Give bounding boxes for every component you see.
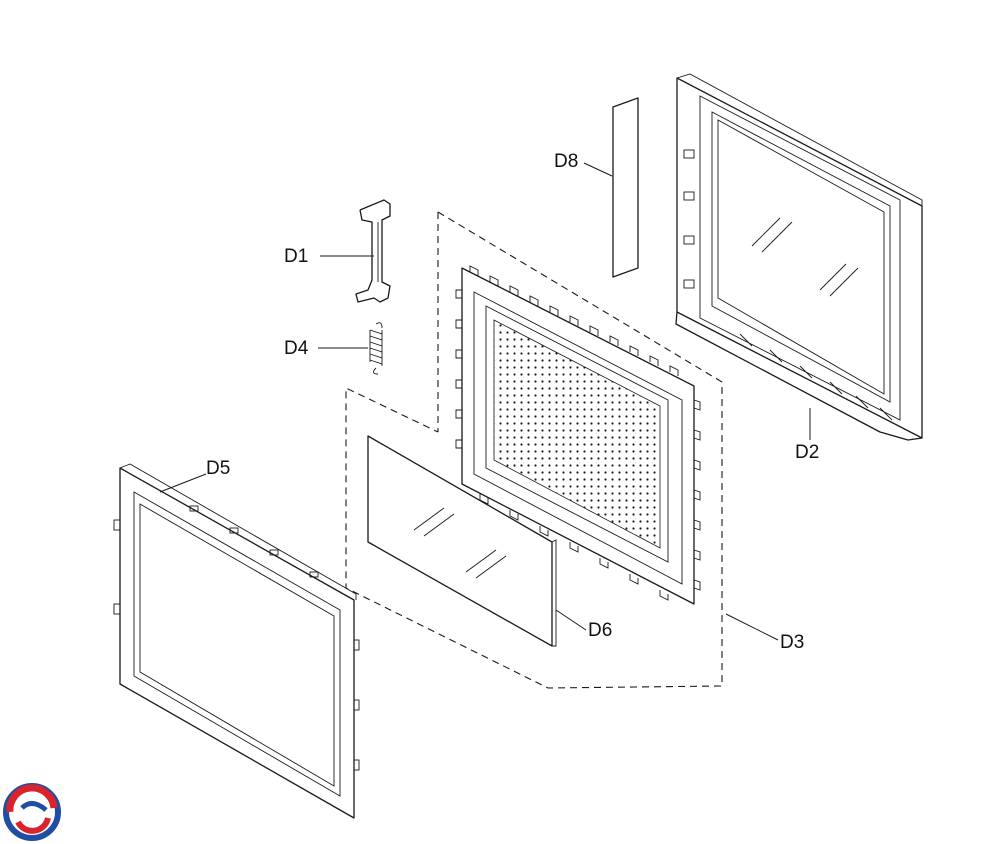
leader-lines	[159, 162, 811, 641]
leader-d3	[725, 613, 779, 641]
label-d6: D6	[588, 620, 612, 641]
part-d1-latch	[355, 199, 391, 303]
leader-d6	[555, 609, 587, 631]
leader-d5	[159, 473, 207, 493]
label-d3: D3	[780, 632, 804, 653]
swirl-logo-icon	[3, 783, 61, 841]
part-d2-outer-frame	[675, 73, 923, 441]
label-d4: D4	[284, 338, 309, 359]
part-d8-strip	[612, 97, 639, 278]
label-d5: D5	[206, 458, 230, 479]
leader-d8	[583, 162, 613, 177]
label-d2: D2	[795, 442, 819, 463]
part-d5-front-panel	[113, 463, 360, 819]
part-d3-inner-frame	[345, 211, 723, 689]
part-labels: D8 D1 D4 D2 D5 D6 D3	[206, 151, 819, 653]
part-d6-glass	[367, 435, 557, 647]
part-d4-spring	[369, 322, 383, 375]
label-d8: D8	[554, 151, 578, 172]
label-d1: D1	[284, 246, 308, 267]
